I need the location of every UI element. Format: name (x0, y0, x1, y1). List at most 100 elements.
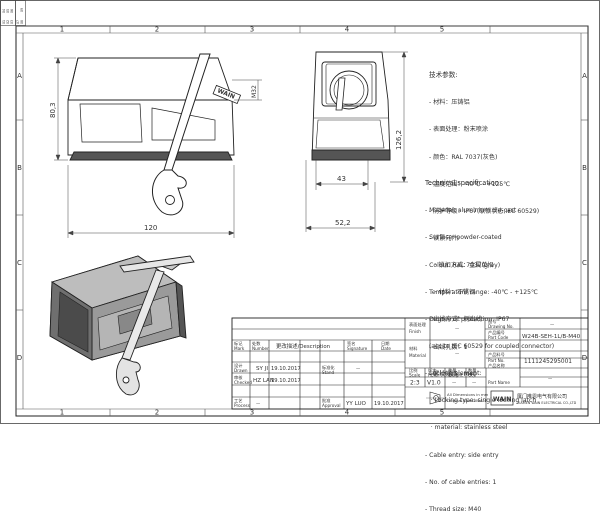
process-name: — (256, 401, 260, 406)
part-code-label-en: Part Code (488, 335, 509, 340)
spec-en-line: - Colour: RAL 7037(grey) (425, 261, 501, 269)
spec-cn-line: - 防护等级：IP67(联锁状态,IEC 60529) (429, 207, 540, 215)
process-label-cn: 工艺 (234, 398, 242, 403)
dim-width-right-outer: 52,2 (335, 219, 351, 227)
checked-label-cn: 审核 (234, 374, 243, 381)
spec-cn-line: - 螺纹规格：M40 (429, 370, 477, 378)
hdr-signature-cn: 签名 (347, 340, 355, 347)
spec-en-line: (acc.to IEC 60529 for coupled connector) (425, 342, 555, 350)
drawing-no-value: — (550, 322, 554, 327)
spec-en-line: - Degree of protection: IP67 (425, 315, 510, 323)
spec-en-line: - Thread size: M40 (425, 505, 482, 513)
product-name-value: — (548, 376, 552, 381)
ruler-col-4: 4 (345, 26, 350, 34)
title-block-grid (231, 317, 589, 410)
spec-cn-block: 技术参数: - 材料：压铸铝 - 表面处理：粉末喷涂 - 颜色：RAL 7037… (429, 53, 539, 388)
dim-height-left: 80,3 (49, 102, 57, 118)
hdr-date-en: Date (381, 346, 391, 351)
note-dimensions: All Dimensions in mm (447, 392, 489, 397)
spec-cn-line: · 材料：不锈钢 (429, 289, 476, 297)
spec-en-line: · Locking type: single locking latch (425, 397, 537, 405)
finish-label-cn: 表面处理 (409, 321, 427, 328)
corner-code-2: 02 (6, 20, 10, 24)
ruler-col-3: 3 (250, 26, 254, 34)
part-code-value: W24B-SEH-1L/B-M40 (522, 334, 581, 340)
spec-en-line: - Material: aluminium die-cast (425, 207, 517, 215)
company-name-en: XIAMEN WAIN ELECTRICAL CO.,LTD (517, 401, 577, 405)
hdr-mark-cn: 标记 (234, 340, 243, 347)
ruler-col-3b: 3 (250, 409, 254, 417)
drawing-no-label-cn: 图号 (488, 319, 496, 325)
process-label-en: Process (234, 403, 250, 408)
ruler-col-5b: 5 (440, 409, 444, 417)
front-view (311, 51, 391, 161)
spec-cn-line: - 出线孔数：1 (429, 343, 468, 351)
corner-code-9: 09 (20, 8, 24, 12)
product-name-label-en: Part Name (488, 380, 510, 385)
hdr-date-cn: 日期 (381, 341, 389, 347)
approved-name: YY LUO (345, 401, 367, 407)
drawing-sheet: 1 2 3 4 5 1 2 3 4 5 A B C D A B C D 01 0… (0, 0, 600, 424)
spec-cn-line: - 材料：压铸铝 (429, 99, 470, 107)
company-logo-text: WAIN (493, 396, 511, 403)
drawn-name: SY JI (256, 366, 268, 372)
part-no-label-en: Part No. (488, 358, 505, 363)
corner-code-5: 05 (6, 9, 10, 13)
part-no-value: 1111245295001 (524, 359, 572, 365)
ruler-row-c: C (17, 259, 22, 267)
ruler-col-2: 2 (155, 26, 159, 34)
corner-code-3: 03 (10, 20, 14, 24)
material-value: — (455, 351, 459, 356)
dim-m-size: M32 (251, 85, 258, 98)
isometric-view (49, 255, 195, 396)
corner-code-4: 04 (2, 9, 6, 13)
company-logo: WAIN (490, 390, 514, 406)
finish-label-en: Finish (409, 329, 421, 334)
hdr-signature-en: Signature (347, 346, 368, 351)
scale-label-en: Scale (409, 373, 421, 378)
side-view-dimensions (54, 57, 262, 238)
hdr-description: 更改描述/Description (276, 342, 330, 350)
spec-cn-title: 技术参数: (429, 71, 458, 80)
ruler-row-a: A (17, 72, 22, 80)
ruler-row-d: D (17, 354, 22, 362)
spec-cn-line: - 颜色：RAL 7037(灰色) (429, 153, 498, 161)
spec-cn-line: - 表面处理：粉末喷涂 (429, 126, 488, 134)
ruler-row-b-r: B (582, 164, 587, 172)
note-original-size: Original Size DIN A 4 (447, 398, 487, 403)
front-view-dimensions (305, 51, 408, 232)
material-label-en: Material (409, 353, 426, 358)
ruler-col-4b: 4 (345, 409, 350, 417)
side-view (67, 53, 242, 216)
dim-height-right: 126,2 (395, 130, 403, 150)
ruler-col-1b: 1 (60, 409, 64, 417)
spec-en-line: - Surface: powder-coated (425, 234, 502, 242)
company-name-cn: 厦门唯恩电气有限公司 (517, 393, 567, 400)
qty-label-en: Qty. (468, 373, 476, 378)
corner-code-7: 07 (16, 20, 20, 24)
hdr-number-cn: 处数 (252, 340, 261, 347)
approved-date: 19.10.2017 (374, 401, 404, 407)
corner-block: 01 02 03 04 05 06 07 08 09 (0, 0, 26, 26)
approved-label-en: Approval (322, 403, 341, 408)
weight-value: — (452, 380, 456, 385)
ruler-col-5: 5 (440, 26, 444, 34)
standard-value: — (356, 366, 360, 371)
checked-date: 19.10.2017 (271, 378, 301, 384)
corner-code-8: 08 (20, 20, 24, 24)
dim-width-right-inner: 43 (337, 175, 346, 183)
weight-label-en: Weight (448, 373, 463, 378)
drawing-no-label-en: Drawing No. (488, 324, 514, 329)
spec-en-title: Technical specification: (425, 179, 502, 188)
spec-cn-line: - 温度范围：-40℃ - +125℃ (429, 180, 511, 188)
scale-label-cn: 比例 (409, 367, 417, 374)
spec-en-line: · material: stainless steel (425, 424, 508, 432)
qty-value: — (472, 380, 476, 385)
rev-label-en: REV. (428, 373, 437, 378)
ruler-row-b: B (17, 164, 22, 172)
spec-cn-line: - 锁紧元件: (429, 234, 460, 242)
spec-cn-line: - 出线方式：侧出线 (429, 316, 482, 324)
standard-label-en: Stand (322, 370, 335, 375)
rev-label-cn: 版本 (428, 367, 437, 374)
qty-label-cn: 数量 (468, 367, 476, 374)
